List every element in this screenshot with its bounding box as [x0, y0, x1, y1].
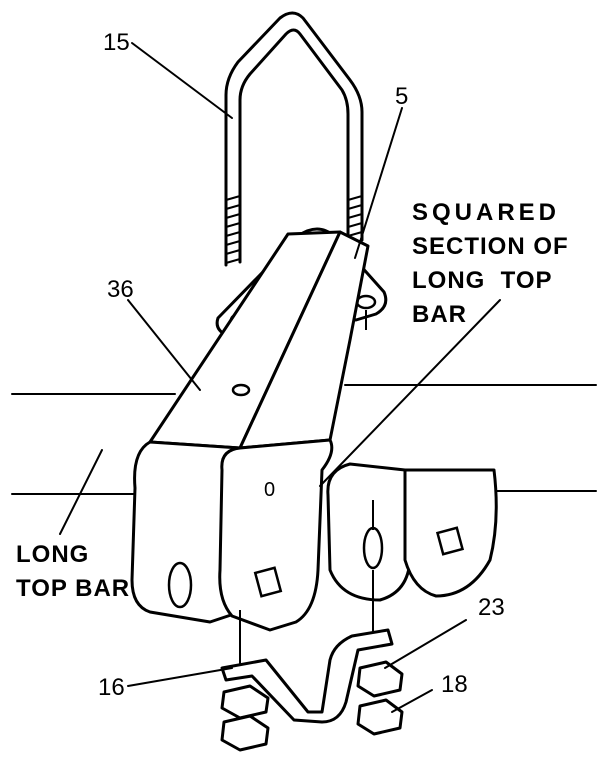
callout-36: 36 [107, 276, 134, 303]
right-lobe-square-hole [435, 526, 465, 556]
right-lobe-hole [362, 526, 384, 570]
nut-23 [356, 660, 404, 698]
u-bolt-threads-right [347, 195, 363, 237]
bracket-top-hole [231, 383, 251, 397]
bracket-side-hole [167, 561, 193, 609]
bracket [130, 230, 370, 632]
callout-5: 5 [395, 83, 408, 110]
long-top-bar-label: LONG TOP BAR [16, 541, 130, 602]
squared-line-1: SQUARED [412, 199, 560, 226]
u-bolt [224, 11, 364, 267]
nut-left-lower [220, 714, 270, 752]
squared-section-label: SQUARED SECTION OF LONG TOP BAR [412, 199, 569, 328]
strap-hole-right [355, 294, 377, 310]
leader-lines [59, 42, 501, 713]
long-bar-line-2: TOP BAR [16, 575, 130, 602]
squared-line-2: SECTION OF [412, 233, 569, 260]
squared-line-3: LONG TOP [412, 267, 553, 294]
callout-23: 23 [478, 594, 505, 621]
bracket-mark: 0 [264, 479, 275, 501]
nut-18 [356, 698, 404, 736]
long-bar-line-1: LONG [16, 541, 89, 568]
callout-15: 15 [103, 29, 130, 56]
bracket-right-lobes [326, 462, 498, 602]
bracket-square-hole [253, 566, 283, 598]
squared-line-4: BAR [412, 301, 467, 328]
nut-left-upper [220, 684, 270, 720]
callout-16: 16 [98, 674, 125, 701]
callout-18: 18 [441, 671, 468, 698]
u-bolt-threads-left [225, 195, 241, 264]
bottom-clip [220, 628, 394, 724]
